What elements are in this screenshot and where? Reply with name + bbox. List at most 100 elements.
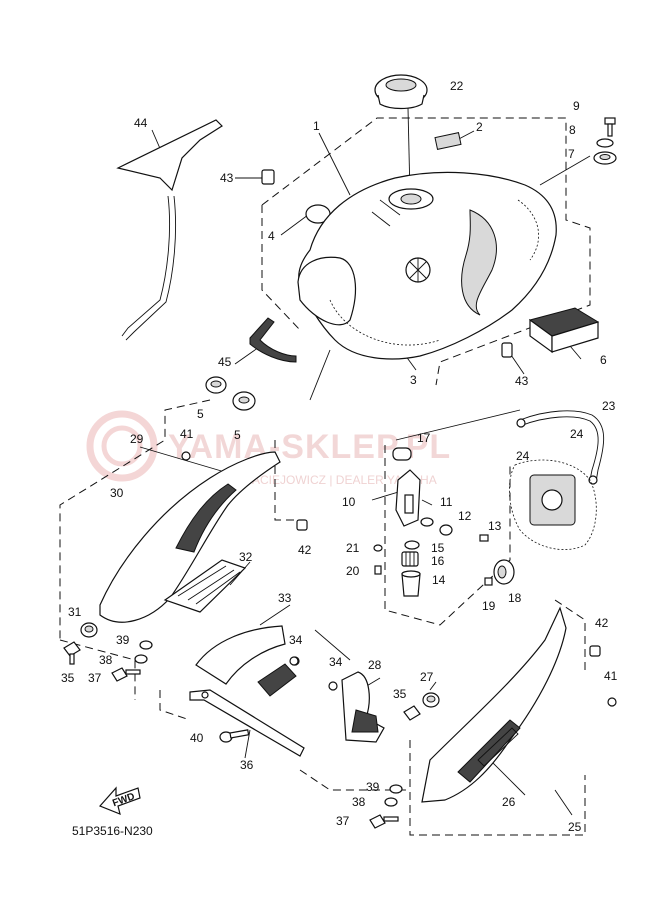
- part-39-washer-left: [139, 640, 153, 650]
- part-35-bolt-left: [63, 641, 81, 665]
- callout-43a: 43: [220, 171, 234, 185]
- part-38-collar-left: [134, 654, 148, 664]
- part-42-collar-right: [589, 645, 601, 657]
- callout-17: 17: [417, 431, 431, 445]
- callout-31: 31: [68, 605, 82, 619]
- part-6-damper: [528, 307, 600, 354]
- callout-43b: 43: [515, 374, 529, 388]
- part-30-side-cover: [99, 451, 281, 623]
- callout-19: 19: [482, 599, 496, 613]
- callout-22: 22: [450, 79, 464, 93]
- callout-44: 44: [134, 116, 148, 130]
- part-41-screw-right: [607, 697, 617, 707]
- callout-39a: 39: [116, 633, 130, 647]
- callout-45: 45: [218, 355, 232, 369]
- watermark-tagline: MACIEJOWICZ | DEALER YAMAHA: [242, 473, 437, 487]
- callout-24b: 24: [570, 427, 584, 441]
- callout-9: 9: [573, 99, 580, 113]
- callout-16: 16: [431, 554, 445, 568]
- part-39-washer-right: [389, 784, 403, 794]
- callout-2: 2: [476, 120, 483, 134]
- callout-20: 20: [346, 564, 360, 578]
- part-43-clip-bottom: [501, 342, 513, 358]
- callout-24a: 24: [516, 449, 530, 463]
- callout-37a: 37: [88, 671, 102, 685]
- fwd-arrow-icon: FWD: [98, 786, 141, 815]
- part-2-label: [434, 132, 462, 150]
- part-27-damper: [422, 692, 440, 708]
- part-12-lever: [439, 524, 453, 536]
- carburetor-reference: [509, 459, 597, 550]
- callout-23: 23: [602, 399, 616, 413]
- callout-18: 18: [508, 591, 522, 605]
- part-17-clip: [392, 447, 412, 461]
- callout-11: 11: [440, 495, 453, 509]
- part-14-cup: [401, 570, 421, 597]
- part-21-washer: [373, 544, 383, 552]
- callout-42b: 42: [595, 616, 609, 630]
- part-15-oring: [404, 540, 420, 550]
- callout-37b: 37: [336, 814, 350, 828]
- part-34-screw-b: [328, 681, 338, 691]
- part-45-strip: [249, 317, 297, 363]
- callout-3: 3: [410, 373, 417, 387]
- callout-34b: 34: [329, 655, 343, 669]
- part-42-collar-left: [296, 519, 308, 531]
- part-18-diaphragm: [493, 559, 515, 585]
- callout-38a: 38: [99, 653, 113, 667]
- callout-42a: 42: [298, 543, 312, 557]
- part-13-screw: [479, 534, 489, 542]
- part-5-damper-b: [232, 391, 256, 411]
- callout-26: 26: [502, 795, 516, 809]
- part-24-clamp-upper: [516, 418, 526, 428]
- part-36-stay: [189, 689, 305, 757]
- part-28-bracket: [341, 671, 385, 743]
- part-8-washer: [596, 138, 614, 148]
- callout-39b: 39: [366, 780, 380, 794]
- part-23-fuel-hose: [519, 410, 605, 483]
- part-20-screw: [374, 565, 382, 575]
- callout-25: 25: [568, 820, 582, 834]
- part-37-bolt-left: [111, 667, 141, 682]
- part-37-bolt-right: [369, 814, 399, 829]
- part-31-damper: [80, 622, 98, 638]
- part-40-bolt: [219, 729, 250, 743]
- watermark-brand: YAMA-SKLEP.PL: [168, 428, 451, 466]
- part-41-screw-left: [181, 451, 191, 461]
- callout-34a: 34: [289, 633, 303, 647]
- part-33-cover: [195, 625, 300, 697]
- callout-32: 32: [239, 550, 253, 564]
- callout-6: 6: [600, 353, 607, 367]
- part-19-screw: [484, 577, 493, 586]
- part-9-bolt: [604, 117, 616, 137]
- part-24-clamp-lower: [588, 475, 598, 485]
- callout-38b: 38: [352, 795, 366, 809]
- leader-lines: [139, 107, 591, 816]
- callout-15: 15: [431, 541, 445, 555]
- callout-labels: 1 2 3 4 5 5 6 7 8 9 10 11 12 13 14 15 16…: [61, 79, 618, 834]
- callout-21: 21: [346, 541, 360, 555]
- callout-13: 13: [488, 519, 502, 533]
- part-7-grommet: [593, 151, 617, 165]
- part-26-emblem: [477, 727, 519, 767]
- callout-35a: 35: [61, 671, 75, 685]
- part-34-screw-a: [289, 656, 299, 666]
- callout-36: 36: [240, 758, 254, 772]
- part-43-clip-top: [261, 169, 275, 185]
- callout-41b: 41: [604, 669, 618, 683]
- part-1-fuel-tank: [297, 171, 557, 360]
- callout-35b: 35: [393, 687, 407, 701]
- part-35-bolt-right: [403, 705, 421, 721]
- callout-10: 10: [342, 495, 356, 509]
- part-10-fuel-cock: [395, 469, 421, 527]
- part-5-damper-a: [205, 376, 227, 394]
- part-38-collar-right: [384, 797, 398, 807]
- callout-33: 33: [278, 591, 292, 605]
- assembly-outlines: [59, 117, 591, 836]
- callout-14: 14: [432, 573, 446, 587]
- callout-12: 12: [458, 509, 472, 523]
- callout-27: 27: [420, 670, 434, 684]
- callout-28: 28: [368, 658, 382, 672]
- callout-1: 1: [313, 119, 320, 133]
